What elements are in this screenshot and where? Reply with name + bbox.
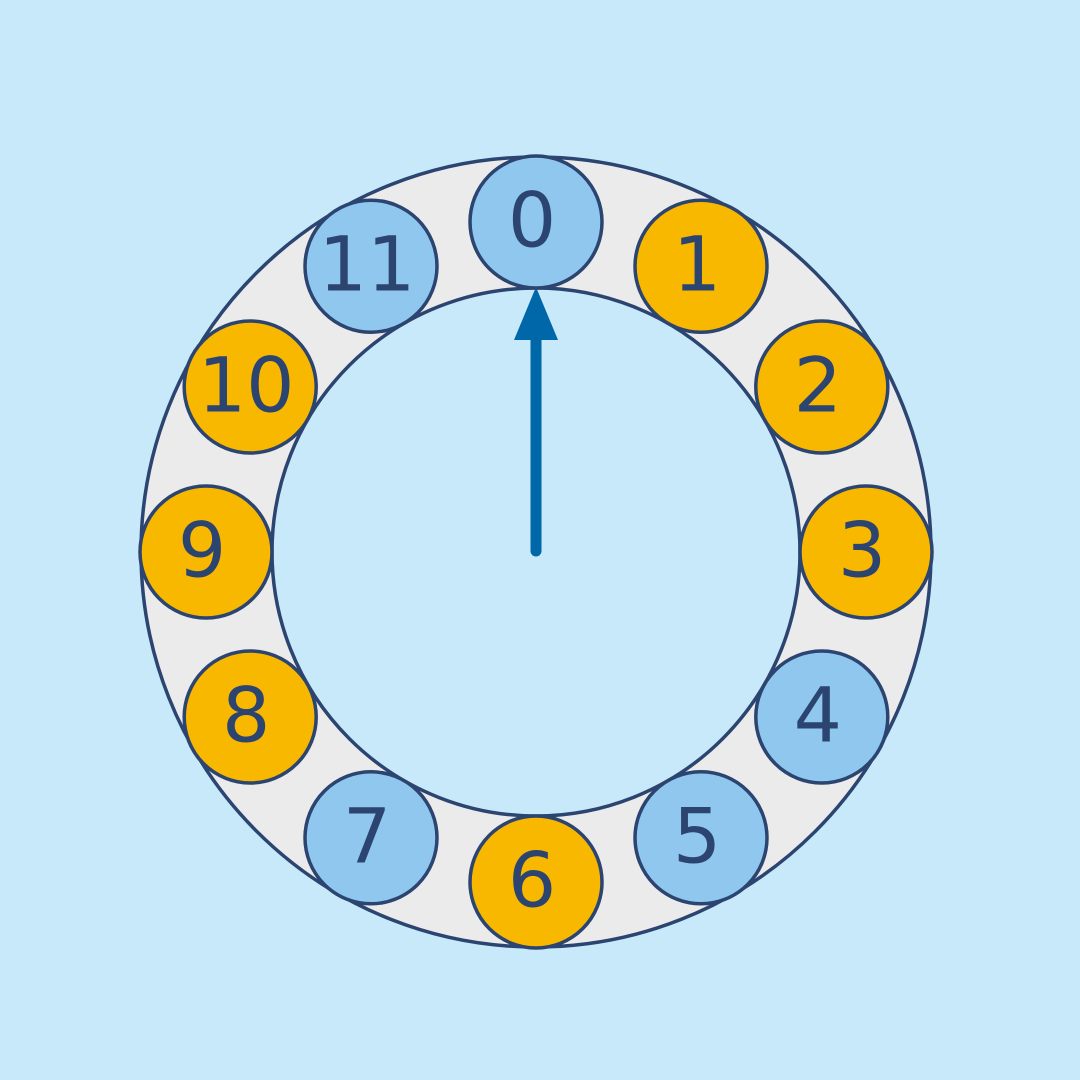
number-node-11: 11 [303,198,439,334]
number-node-7: 7 [303,770,439,906]
arrow-up-icon [514,287,558,340]
number-node-label: 8 [222,671,270,760]
number-node-10: 10 [182,319,318,455]
number-node-9: 9 [138,484,274,620]
number-node-1: 1 [633,198,769,334]
number-node-5: 5 [633,770,769,906]
number-node-label: 5 [673,791,721,880]
number-node-circle [754,319,890,455]
number-node-circle [303,198,439,334]
number-node-label: 0 [508,176,556,265]
number-node-circle [468,814,604,950]
number-node-circle [182,649,318,785]
number-node-circle [182,319,318,455]
number-node-label: 1 [673,220,721,309]
number-node-label: 10 [198,341,295,430]
number-node-circle [138,484,274,620]
number-node-label: 6 [508,836,556,925]
number-node-label: 7 [343,791,391,880]
number-node-label: 2 [794,341,842,430]
number-node-circle [754,649,890,785]
number-node-circle [798,484,934,620]
number-node-3: 3 [798,484,934,620]
clock-hand [514,287,558,557]
number-node-2: 2 [754,319,890,455]
number-node-circle [468,154,604,290]
number-node-circle [303,770,439,906]
number-node-4: 4 [754,649,890,785]
number-node-8: 8 [182,649,318,785]
number-nodes: 0 12 3 45 6 78 9 10 11 [138,154,934,950]
number-node-label: 3 [838,506,886,595]
number-node-0: 0 [468,154,604,290]
number-node-label: 4 [794,671,842,760]
number-node-label: 9 [178,506,226,595]
number-node-circle [633,770,769,906]
number-node-label: 11 [319,220,416,309]
number-node-6: 6 [468,814,604,950]
number-node-circle [633,198,769,334]
